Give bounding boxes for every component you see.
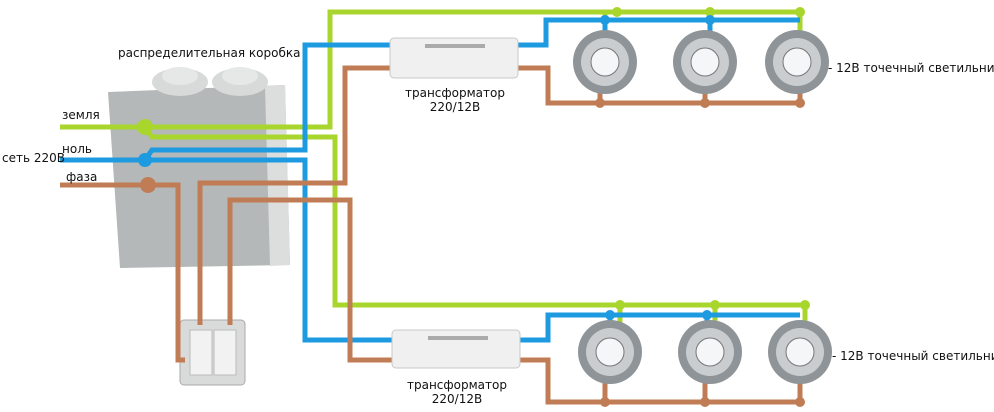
transformer-top-name: трансформатор	[405, 86, 505, 100]
junction-dots	[137, 7, 810, 407]
transformer-bottom-name: трансформатор	[407, 378, 507, 392]
lamp-top-label: - 12В точечный светильник	[828, 61, 994, 75]
mains-label: сеть 220В	[2, 151, 65, 165]
transformer-bottom-rating: 220/12В	[431, 392, 483, 406]
phase-label: фаза	[66, 170, 98, 184]
junction-box-label: распределительная коробка	[118, 46, 301, 60]
transformer-bottom-label: трансформатор 220/12В	[397, 378, 517, 406]
junction-box	[108, 67, 290, 268]
spotlights	[573, 30, 832, 384]
transformer-top-label: трансформатор 220/12В	[395, 86, 515, 114]
light-switch	[179, 319, 246, 386]
ground-label: земля	[62, 108, 100, 122]
transformer-top-rating: 220/12В	[429, 100, 481, 114]
neutral-label: ноль	[62, 142, 92, 156]
transformer-top	[389, 37, 519, 79]
transformer-bottom	[391, 329, 521, 369]
lamp-bottom-label: - 12В точечный светильник	[832, 349, 994, 363]
